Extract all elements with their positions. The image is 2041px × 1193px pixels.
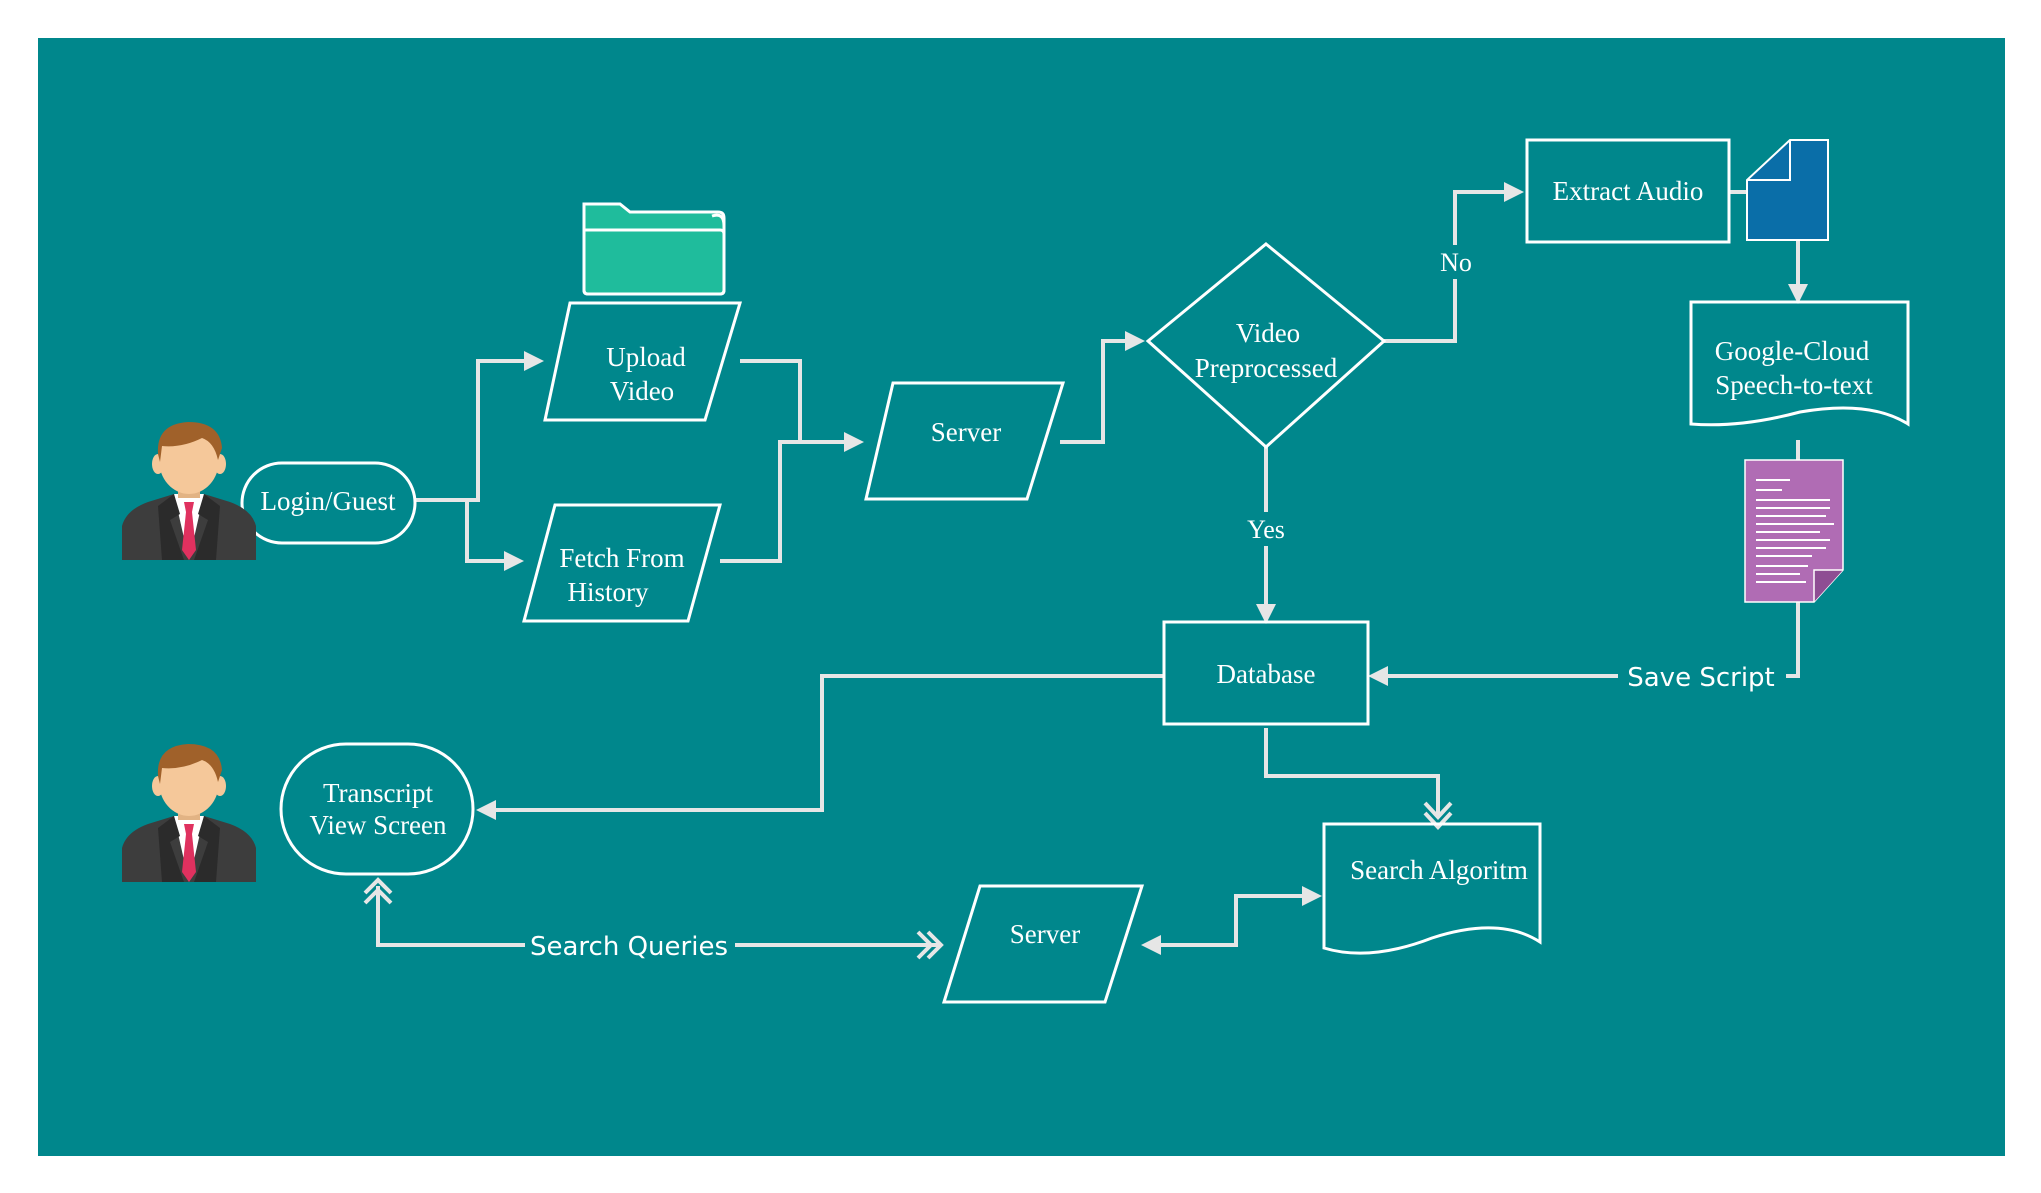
edge-upload-to-server [740,359,864,452]
script-document-icon [1744,459,1844,603]
edge-label-yes: Yes [1247,515,1285,544]
search-algorithm-node [1322,822,1542,955]
server-bottom-label: Server [1010,919,1080,949]
server-bottom-node [941,884,1145,1004]
login-guest-node [240,461,417,545]
decision-label-2: Preprocessed [1195,353,1338,383]
login-guest-label: Login/Guest [261,486,396,516]
search-algorithm-label: Search Algoritm [1350,855,1528,885]
open-arrow-transcript-2 [363,887,393,905]
edge-label-no: No [1440,248,1472,277]
upload-video-label-1: Upload [606,342,686,372]
server-top-node [864,381,1066,501]
edge-database-to-transcript [476,674,1164,820]
edge-server-to-decision [1060,331,1145,444]
user-avatar-icon [122,744,256,882]
edge-login-to-upload [415,351,544,502]
fetch-history-node [522,503,722,623]
google-cloud-label-1: Google-Cloud [1715,336,1870,366]
video-preprocessed-decision [1145,242,1387,450]
edge-database-to-search [1264,728,1440,815]
open-arrow-transcript [363,877,393,895]
edge-search-queries [376,886,940,947]
database-label: Database [1217,659,1316,689]
fetch-history-label-2: History [568,577,650,607]
user-avatar-icon [122,422,256,560]
edge-save-script [1368,602,1800,686]
google-cloud-label-2: Speech-to-text [1715,370,1873,400]
edge-server-to-search [1141,886,1322,955]
server-top-label: Server [931,417,1001,447]
extract-audio-label: Extract Audio [1553,176,1704,206]
diagram-panel [38,38,2005,1156]
upload-video-label-2: Video [610,376,674,406]
edge-fetch-to-server [720,440,800,563]
transcript-view-node [279,742,475,876]
google-cloud-node [1689,300,1910,427]
upload-video-node [543,301,743,422]
edge-login-to-fetch [465,500,524,571]
open-arrow-server-bottom-2 [916,930,934,960]
audio-file-icon [1746,139,1829,241]
extract-audio-node [1525,138,1731,244]
open-arrow-server-bottom [926,930,944,960]
folder-icon [582,202,726,296]
open-arrow-search-top-2 [1423,811,1453,830]
fetch-history-label-1: Fetch From [559,543,684,573]
transcript-label-2: View Screen [309,810,447,840]
edge-label-save-script: Save Script [1627,663,1775,693]
transcript-label-1: Transcript [323,778,434,808]
decision-label-1: Video [1236,318,1300,348]
edge-label-search-queries: Search Queries [530,932,728,962]
open-arrow-search-top [1423,801,1453,820]
database-node [1162,620,1370,726]
